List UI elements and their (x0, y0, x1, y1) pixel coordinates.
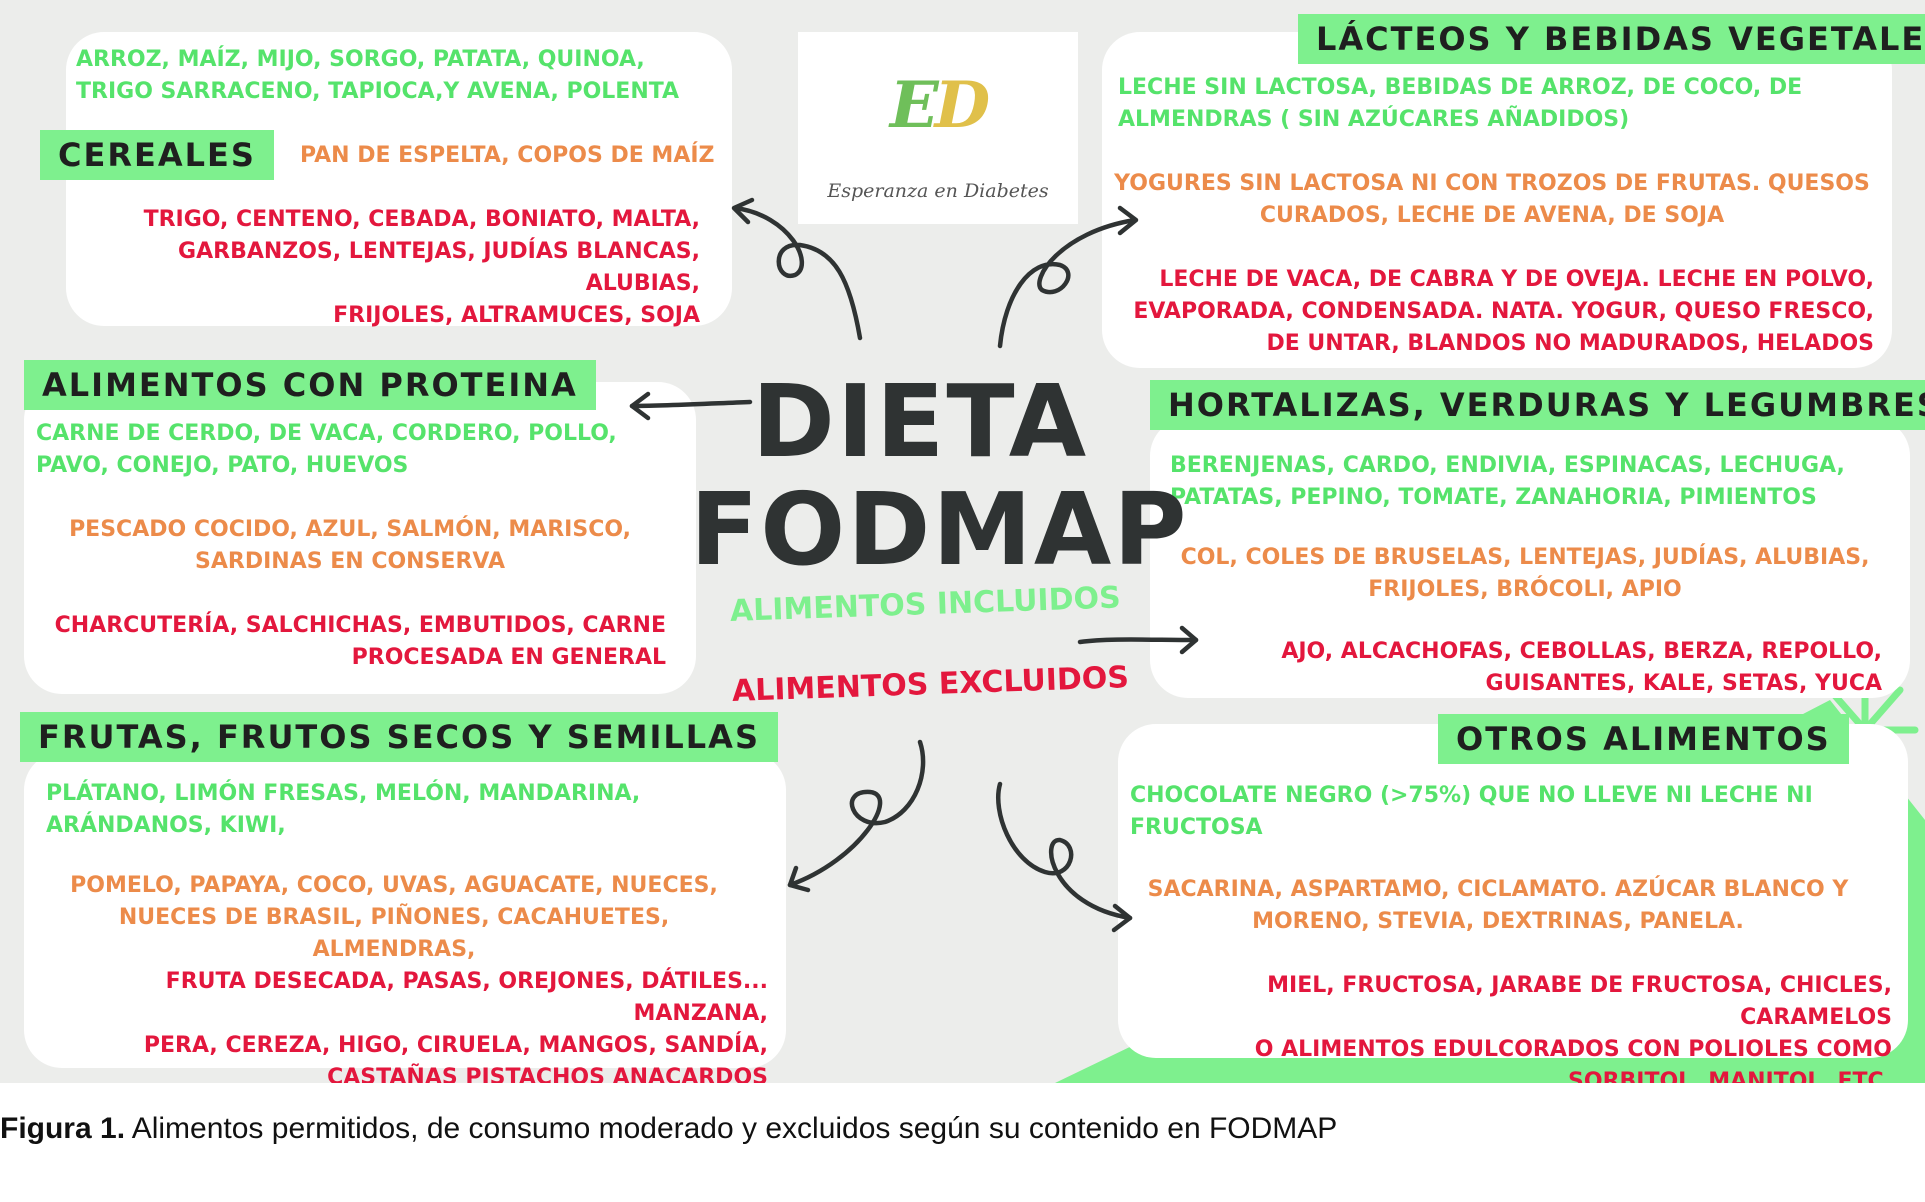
logo-initials: ED (798, 68, 1078, 143)
cereales-moderate: PAN DE ESPELTA, COPOS DE MAÍZ (300, 143, 715, 168)
proteina-excluded: CHARCUTERÍA, SALCHICHAS, EMBUTIDOS, CARN… (54, 613, 666, 670)
frutas-excluded: FRUTA DESECADA, PASAS, OREJONES, DÁTILES… (143, 969, 768, 1083)
caption-text: Alimentos permitidos, de consumo moderad… (125, 1112, 1338, 1145)
proteina-moderate: PESCADO COCIDO, AZUL, SALMÓN, MARISCO, S… (69, 517, 631, 574)
frutas-card (24, 752, 786, 1068)
cereales-excluded: TRIGO, CENTENO, CEBADA, BONIATO, MALTA, … (143, 207, 700, 328)
otros-moderate: SACARINA, ASPARTAMO, CICLAMATO. AZÚCAR B… (1147, 877, 1849, 934)
frutas-included: PLÁTANO, LIMÓN FRESAS, MELÓN, MANDARINA,… (46, 781, 641, 838)
logo-name: Esperanza en Diabetes (827, 180, 1049, 202)
otros-included: CHOCOLATE NEGRO (>75%) QUE NO LLEVE NI L… (1130, 783, 1813, 840)
logo-initial-d: D (934, 68, 990, 143)
hortalizas-included: BERENJENAS, CARDO, ENDIVIA, ESPINACAS, L… (1170, 453, 1845, 510)
main-title: DIETA FODMAP (690, 363, 1189, 588)
lacteos-card (1102, 32, 1892, 368)
otros-excluded: MIEL, FRUCTOSA, JARABE DE FRUCTOSA, CHIC… (1254, 973, 1892, 1083)
arrow-to-frutas (787, 739, 926, 893)
hortalizas-excluded: AJO, ALCACHOFAS, CEBOLLAS, BERZA, REPOLL… (1281, 639, 1882, 696)
cereales-title: CEREALES (40, 130, 274, 180)
figure-caption: Figura 1. Alimentos permitidos, de consu… (0, 1112, 1337, 1146)
hortalizas-title: HORTALIZAS, VERDURAS Y LEGUMBRES (1150, 380, 1925, 430)
frutas-moderate: POMELO, PAPAYA, COCO, UVAS, AGUACATE, NU… (70, 873, 718, 962)
logo: ED Esperanza en Diabetes (798, 32, 1078, 224)
arrow-to-cereales (731, 197, 863, 341)
lacteos-moderate: YOGURES SIN LACTOSA NI CON TROZOS DE FRU… (1114, 171, 1870, 228)
logo-initial-e: E (889, 68, 939, 143)
otros-title: OTROS ALIMENTOS (1438, 714, 1849, 764)
hortalizas-moderate: COL, COLES DE BRUSELAS, LENTEJAS, JUDÍAS… (1180, 545, 1870, 602)
cereales-included: ARROZ, MAÍZ, MIJO, SORGO, PATATA, QUINOA… (76, 47, 680, 104)
fodmap-poster: ED Esperanza en Diabetes CEREALES ARROZ,… (0, 0, 1925, 1083)
arrow-to-lacteos (997, 205, 1139, 349)
proteina-title: ALIMENTOS CON PROTEINA (24, 360, 596, 410)
frutas-title: FRUTAS, FRUTOS SECOS Y SEMILLAS (20, 712, 778, 762)
proteina-card (24, 382, 696, 694)
hortalizas-card (1150, 418, 1910, 698)
proteina-included: CARNE DE CERDO, DE VACA, CORDERO, POLLO,… (36, 421, 617, 478)
connector-arrows (629, 197, 1199, 933)
lacteos-included: LECHE SIN LACTOSA, BEBIDAS DE ARROZ, DE … (1118, 75, 1803, 132)
arrow-to-hortalizas (1077, 625, 1199, 655)
arrow-to-proteina (629, 391, 753, 421)
otros-card (1118, 724, 1908, 1058)
caption-label: Figura 1. (0, 1112, 126, 1145)
lacteos-excluded: LECHE DE VACA, DE CABRA Y DE OVEJA. LECH… (1133, 267, 1874, 356)
lacteos-title: LÁCTEOS Y BEBIDAS VEGETALES (1298, 14, 1925, 64)
arrow-to-otros (996, 781, 1133, 933)
